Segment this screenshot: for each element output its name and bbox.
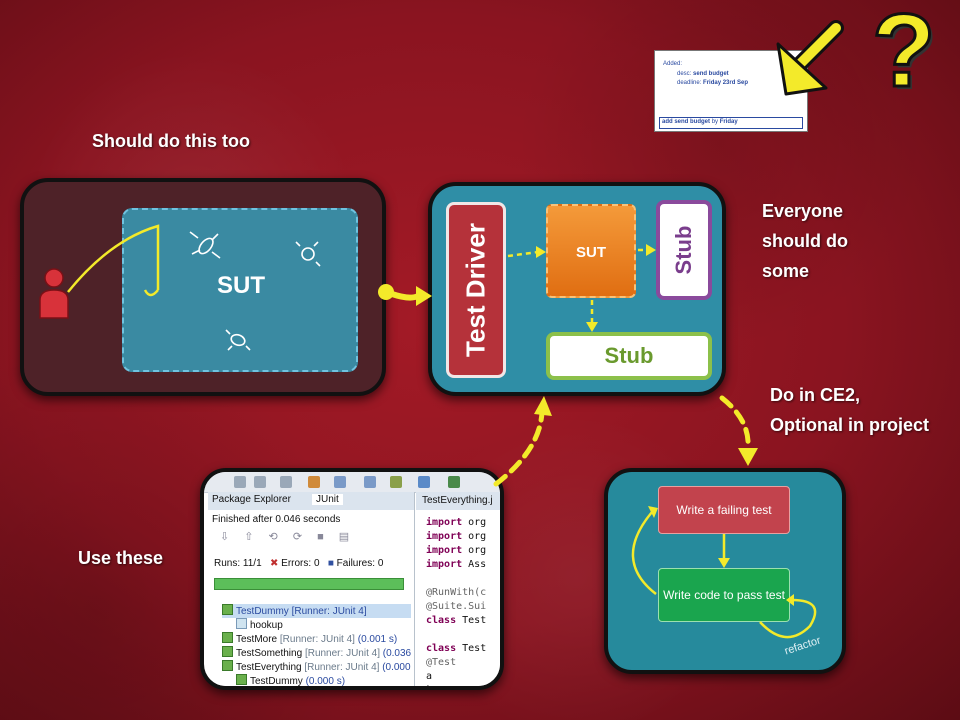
toolbar-icon [254, 476, 266, 488]
stub-right-box: Stub [656, 200, 712, 300]
write-code-to-pass-box: Write code to pass test [658, 568, 790, 622]
test-suite-icon [222, 632, 233, 643]
code-editor: TestEverything.j import org import org i… [416, 492, 500, 686]
tree-item[interactable]: TestDummy [Runner: JUnit 4] [222, 604, 412, 618]
arrow-sut-to-stub-right [638, 244, 656, 256]
view-tabs: Package Explorer JUnit [208, 492, 414, 510]
manual-sut-label: SUT [217, 272, 265, 299]
code-lines: import org import org import org import … [426, 517, 487, 686]
stub-bottom-box: Stub [546, 332, 712, 380]
toolbar-icon [334, 476, 346, 488]
person-icon [39, 268, 69, 319]
should-do-this-too-label: Should do this too [92, 131, 250, 151]
big-arrow-icon [776, 20, 844, 96]
junit-run-summary: Runs: 11/1 ✖ Errors: 0 ■ Failures: 0 [214, 558, 384, 569]
error-icon: ✖ [269, 558, 279, 569]
do-in-ce2-label: Do in CE2, Optional in project [770, 385, 930, 435]
bug-icon [225, 329, 251, 351]
question-mark-icon: ? [871, 0, 938, 111]
tdd-cycle-arrows [631, 506, 817, 639]
sut-under-test-label: SUT [576, 244, 606, 261]
test-suite-icon [222, 604, 233, 615]
junit-view: Package Explorer JUnit Finished after 0.… [208, 492, 415, 686]
everyone-should-do-some-label: Everyone should do some [762, 201, 848, 281]
note-deadline: deadline: Friday 23rd Sep [677, 80, 749, 86]
write-failing-test-box: Write a failing test [658, 486, 790, 534]
editor-tab[interactable]: TestEverything.j [416, 492, 500, 510]
junit-test-tree: TestDummy [Runner: JUnit 4] hookup TestM… [222, 604, 412, 686]
toolbar-icon [390, 476, 402, 488]
test-driver-box: Test Driver [446, 202, 506, 378]
junit-action-icons: ⇩ ⇧ ⟲ ⟳ ■ ▤ [220, 531, 356, 543]
note-command: add send budget by Friday [659, 117, 803, 129]
tree-item[interactable]: hookup [222, 618, 411, 632]
arrow-tools-to-automated [493, 396, 552, 487]
toolbar-icon [364, 476, 376, 488]
junit-status: Finished after 0.046 seconds [212, 514, 341, 525]
tab-package-explorer[interactable]: Package Explorer [212, 494, 291, 505]
test-method-icon [236, 618, 247, 629]
sut-under-test-box: SUT [546, 204, 636, 298]
eclipse-toolbar [204, 472, 500, 493]
test-suite-icon [236, 674, 247, 685]
note-desc: desc: send budget [677, 71, 729, 77]
bug-icon [189, 231, 221, 259]
tree-item[interactable]: TestEverything [Runner: JUnit 4] (0.000 [222, 660, 411, 674]
toolbar-icon [418, 476, 430, 488]
eclipse-junit-screenshot: Package Explorer JUnit Finished after 0.… [200, 468, 504, 690]
tree-item[interactable]: TestSomething [Runner: JUnit 4] (0.036 [222, 646, 411, 660]
arrow-sut-to-stub-bottom [586, 300, 598, 332]
bug-icon [295, 241, 321, 267]
tree-item[interactable]: TestMore [Runner: JUnit 4] (0.001 s) [222, 632, 411, 646]
junit-progress-bar [214, 578, 404, 590]
arrow-manual-to-automated [378, 284, 432, 306]
arrow-automated-to-tdd [719, 395, 758, 466]
fishing-line [67, 224, 160, 293]
note-added: Added: [663, 61, 683, 67]
test-suite-icon [222, 660, 233, 671]
toolbar-icon [280, 476, 292, 488]
use-these-label: Use these [78, 548, 164, 568]
tab-junit[interactable]: JUnit [312, 494, 343, 505]
arrow-driver-to-sut [507, 246, 546, 258]
test-suite-icon [222, 646, 233, 657]
failure-icon: ■ [327, 558, 334, 569]
toolbar-icon [448, 476, 460, 488]
fishing-hook [143, 289, 159, 297]
toolbar-icon [234, 476, 246, 488]
tree-item[interactable]: TestDummy (0.000 s) [222, 674, 411, 686]
toolbar-icon [308, 476, 320, 488]
